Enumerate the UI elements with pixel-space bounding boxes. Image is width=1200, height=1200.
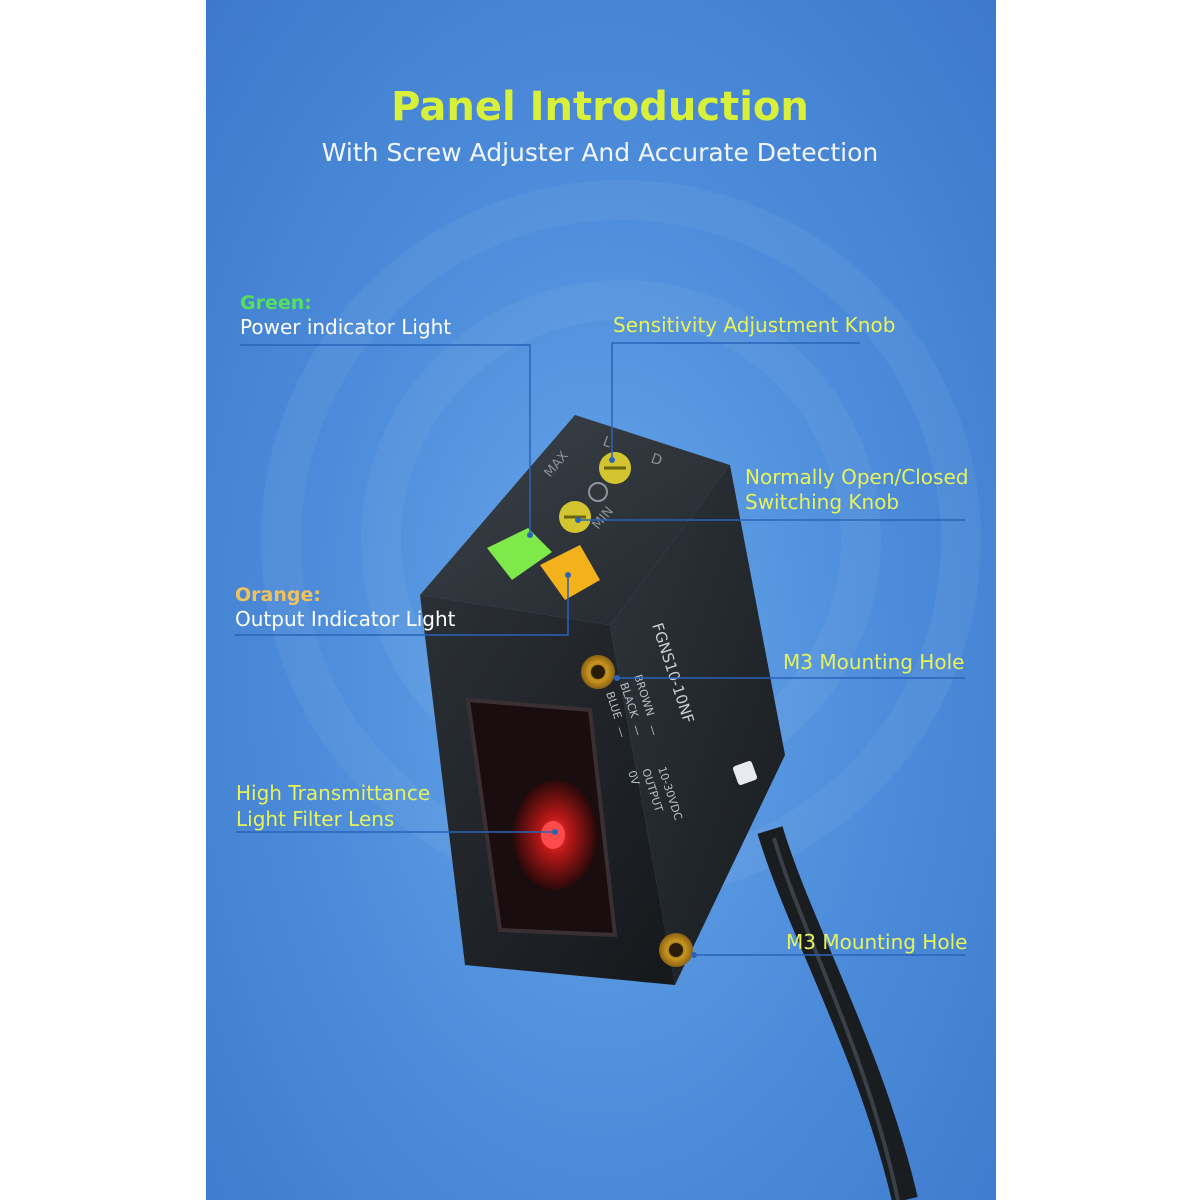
switching-knob-label-line2: Switching Knob [745, 490, 900, 514]
filter-lens-label-line1: High Transmittance [236, 781, 431, 805]
power-indicator-label: Power indicator Light [240, 315, 452, 339]
output-indicator-label: Output Indicator Light [235, 607, 456, 631]
wire-dash: — [645, 723, 661, 737]
wire-function-ground: 0V [625, 769, 642, 787]
housing-right-face [610, 465, 785, 985]
mounting-hole-label-top: M3 Mounting Hole [783, 650, 965, 674]
sensitivity-knob-label: Sensitivity Adjustment Knob [613, 313, 896, 337]
orange-led [540, 545, 600, 600]
lens-hotspot [541, 821, 565, 849]
green-led [487, 528, 552, 580]
filter-lens-label-line2: Light Filter Lens [236, 807, 395, 831]
wire-dash: — [629, 723, 645, 737]
green-heading: Green: [240, 292, 312, 314]
brand-logo [733, 761, 757, 785]
callout-lines [235, 342, 965, 958]
knob-marker [588, 482, 608, 502]
wire-dash: — [613, 725, 629, 739]
d-mark: D [649, 451, 665, 470]
page-title: Panel Introduction [391, 84, 809, 130]
page-subtitle: With Screw Adjuster And Accurate Detecti… [321, 138, 879, 167]
orange-heading: Orange: [235, 584, 321, 606]
cable-highlight [772, 837, 900, 1200]
mounting-hole-label-bottom: M3 Mounting Hole [786, 930, 968, 954]
switching-knob-label-line1: Normally Open/Closed [745, 465, 969, 489]
